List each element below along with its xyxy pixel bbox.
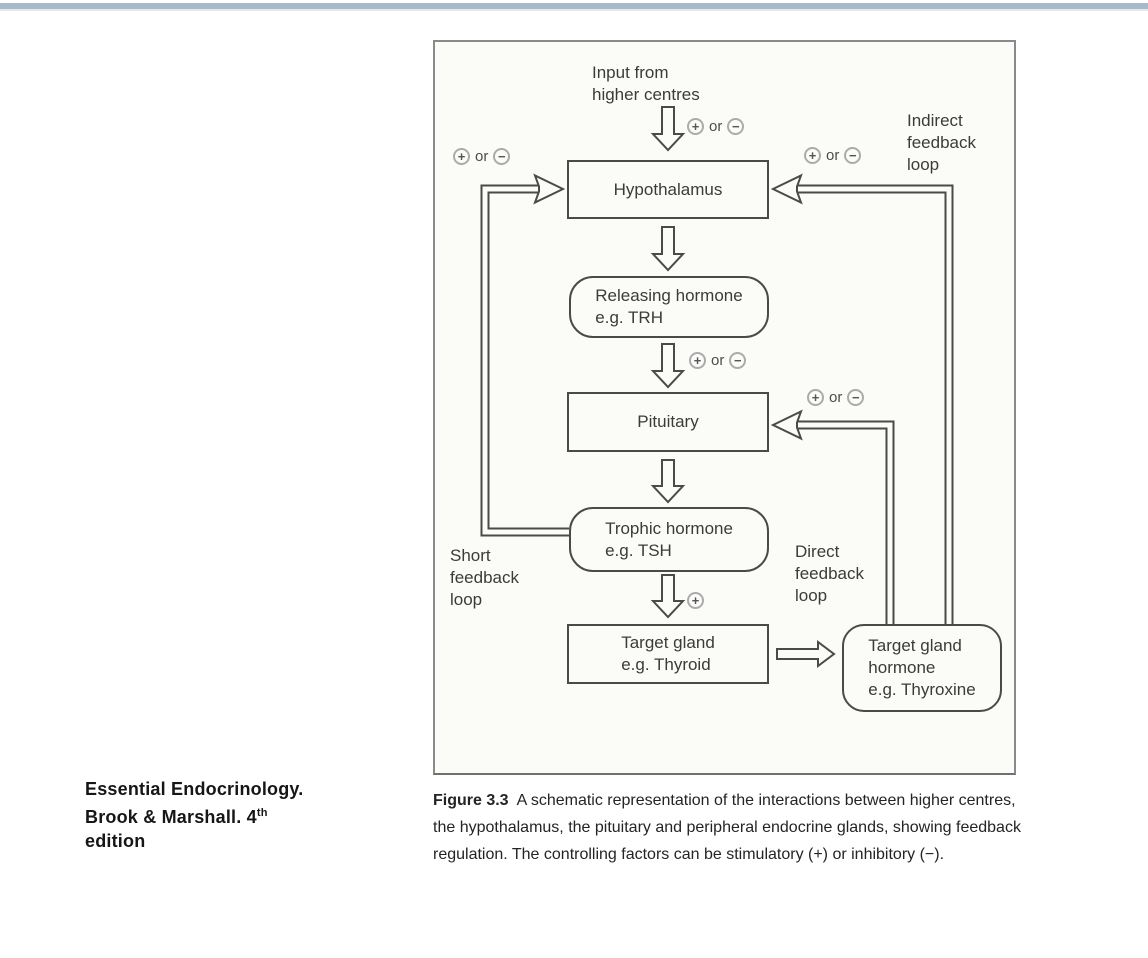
sign-cluster-input: + or − <box>687 118 745 135</box>
or-label: or <box>826 147 840 164</box>
sign-cluster-short-loop: + or − <box>453 148 511 165</box>
indirect-feedback-arrowhead <box>770 173 803 205</box>
plus-circle-icon: + <box>687 118 704 135</box>
edition-superscript: th <box>256 807 268 819</box>
or-label: or <box>829 389 843 406</box>
label-direct-feedback-loop: Direct feedback loop <box>795 542 864 605</box>
diagram-frame: Input from higher centres Hypothalamus R… <box>433 40 1016 775</box>
direct-feedback-line <box>797 420 895 624</box>
down-arrow-input-hypothalamus <box>650 106 686 152</box>
down-arrow-releasing-pituitary <box>650 343 686 389</box>
input-label: Input from higher centres <box>592 63 700 104</box>
minus-circle-icon: − <box>729 352 747 369</box>
sign-cluster-trophic-target: + <box>687 592 704 609</box>
down-arrow-pituitary-trophic <box>650 459 686 504</box>
node-trophic-hormone: Trophic hormone e.g. TSH <box>569 507 769 572</box>
short-feedback-arrowhead <box>533 173 566 205</box>
or-label: or <box>711 352 725 369</box>
node-pituitary: Pituitary <box>567 392 769 452</box>
plus-circle-icon: + <box>687 592 704 609</box>
node-hypothalamus: Hypothalamus <box>567 160 769 219</box>
minus-circle-icon: − <box>847 389 865 406</box>
or-label: or <box>475 148 489 165</box>
minus-circle-icon: − <box>844 147 862 164</box>
direct-feedback-arrowhead <box>770 409 803 441</box>
node-target-gland-hormone: Target gland hormone e.g. Thyroxine <box>842 624 1002 712</box>
down-arrow-trophic-target <box>650 574 686 619</box>
source-line-2: Brook & Marshall. 4th <box>85 807 268 827</box>
plus-circle-icon: + <box>804 147 821 164</box>
sign-cluster-indirect-loop: + or − <box>804 147 862 164</box>
caption-text: A schematic representation of the intera… <box>433 792 1021 863</box>
right-arrow-target-hormone <box>776 640 836 668</box>
plus-circle-icon: + <box>689 352 706 369</box>
source-line-3: edition <box>85 831 146 851</box>
plus-circle-icon: + <box>807 389 824 406</box>
label-indirect-feedback-loop: Indirect feedback loop <box>907 111 976 174</box>
down-arrow-hypothalamus-releasing <box>650 226 686 272</box>
top-accent-bar <box>0 3 1148 11</box>
node-releasing-hormone: Releasing hormone e.g. TRH <box>569 276 769 338</box>
minus-circle-icon: − <box>727 118 745 135</box>
sign-cluster-direct-loop: + or − <box>807 389 865 406</box>
source-line-1: Essential Endocrinology. <box>85 779 304 799</box>
caption-figure-number: Figure 3.3 <box>433 792 509 809</box>
minus-circle-icon: − <box>493 148 511 165</box>
label-short-feedback-loop: Short feedback loop <box>450 546 519 609</box>
arrows-layer <box>480 106 954 668</box>
indirect-feedback-line <box>797 184 954 624</box>
source-citation: Essential Endocrinology. Brook & Marshal… <box>85 777 355 853</box>
or-label: or <box>709 118 723 135</box>
plus-circle-icon: + <box>453 148 470 165</box>
node-target-gland: Target gland e.g. Thyroid <box>567 624 769 684</box>
sign-cluster-releasing: + or − <box>689 352 747 369</box>
short-feedback-line <box>480 184 569 537</box>
